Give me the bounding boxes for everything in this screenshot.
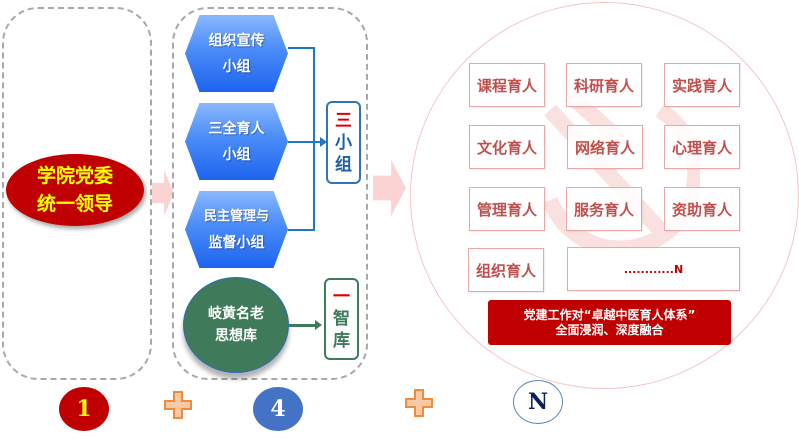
think-tank-line2: 思想库 xyxy=(215,328,257,344)
three-label: 三 xyxy=(335,110,352,131)
leadership-line2: 统一领导 xyxy=(36,193,113,215)
connector xyxy=(288,141,322,143)
small-label: 小 xyxy=(335,132,352,153)
badge-four: 4 xyxy=(253,387,303,431)
group-label: 小组 xyxy=(222,58,251,75)
group-label: 组织宣传 xyxy=(208,32,265,49)
more-items: ............N xyxy=(567,247,740,291)
group-label: 小组 xyxy=(222,146,251,163)
education-item: 心理育人 xyxy=(664,125,740,169)
arrow-right-icon xyxy=(373,160,406,216)
think-tank-line1: 岐黄名老 xyxy=(208,306,264,322)
publicity-group: 组织宣传 小组 xyxy=(185,15,288,92)
connector xyxy=(289,324,316,327)
banner-line1: 党建工作对“卓越中医育人体系” xyxy=(523,307,696,322)
group-label: 三全育人 xyxy=(208,120,265,137)
three-groups-box: 三 小 组 xyxy=(326,101,361,184)
wisdom-label: 智 xyxy=(333,309,350,329)
connector xyxy=(288,47,314,49)
one-label: 一 xyxy=(333,287,350,307)
one-tank-box: 一 智 库 xyxy=(324,278,359,360)
education-item: 服务育人 xyxy=(566,187,642,231)
tank-label: 库 xyxy=(333,331,350,351)
arrow-head-icon xyxy=(315,320,322,330)
connector xyxy=(288,229,314,231)
summary-banner: 党建工作对“卓越中医育人体系” 全面浸润、深度融合 xyxy=(488,300,731,345)
group-label: 组 xyxy=(335,154,352,175)
education-item: 实践育人 xyxy=(664,63,740,107)
leadership-line1: 学院党委 xyxy=(36,165,113,187)
arrow-head-icon xyxy=(320,137,327,147)
education-item: 课程育人 xyxy=(469,63,545,107)
education-item: 科研育人 xyxy=(566,63,642,107)
group-label: 监督小组 xyxy=(208,234,265,251)
education-item: 网络育人 xyxy=(567,125,643,169)
plus-icon xyxy=(405,389,433,417)
education-item: 文化育人 xyxy=(469,125,545,169)
arrow-right-icon xyxy=(152,170,174,216)
education-item: 管理育人 xyxy=(469,187,545,231)
think-tank-circle: 岐黄名老 思想库 xyxy=(183,277,289,373)
group-label: 民主管理与 xyxy=(203,208,269,224)
democratic-management-group: 民主管理与 监督小组 xyxy=(185,191,288,268)
education-item: 资助育人 xyxy=(664,187,740,231)
badge-n: N xyxy=(513,380,563,424)
plus-icon xyxy=(164,391,192,419)
connector xyxy=(313,47,315,231)
leadership-panel xyxy=(2,7,152,380)
groups-panel xyxy=(172,7,368,380)
education-item: 组织育人 xyxy=(468,248,544,292)
badge-one: 1 xyxy=(59,387,109,431)
college-party-committee: 学院党委 统一领导 xyxy=(6,154,144,226)
banner-line2: 全面浸润、深度融合 xyxy=(555,322,664,337)
three-all-education-group: 三全育人 小组 xyxy=(185,103,288,180)
